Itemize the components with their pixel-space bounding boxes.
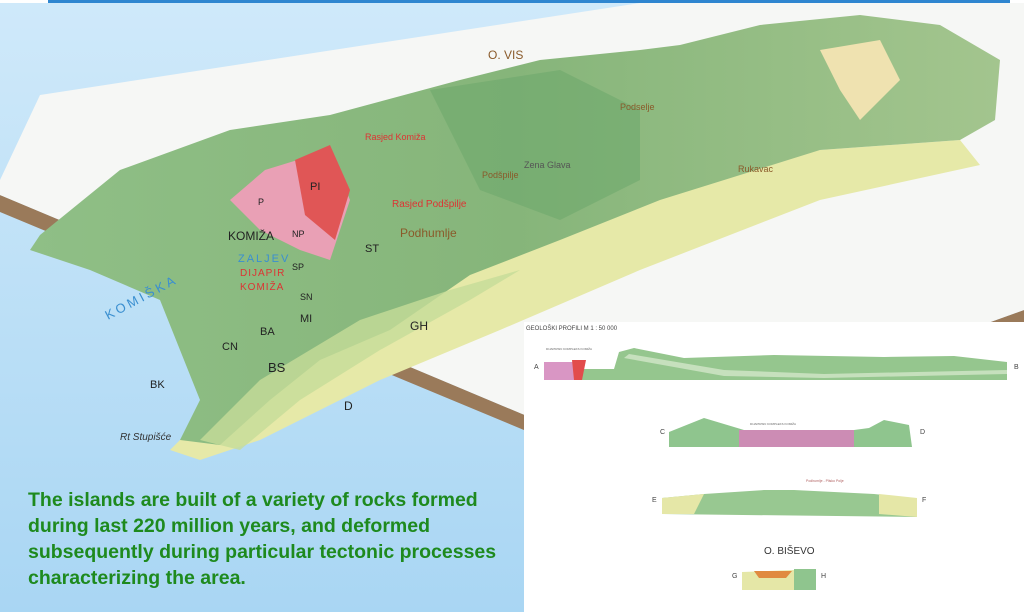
unit-code: ST xyxy=(365,243,379,255)
unit-code: SP xyxy=(292,262,304,272)
map-label: KOMIŽA xyxy=(240,280,284,293)
profile-note: Podhumlje - Plisko Polje xyxy=(806,479,844,483)
profile-end-label: B xyxy=(1014,364,1019,371)
unit-code: GH xyxy=(410,319,428,333)
profile-start-label: E xyxy=(652,497,657,504)
bisevo-title: O. BIŠEVO xyxy=(764,546,815,557)
profile-c-d: C D DIJAPIRSKI KOMPLEKS KOMIŽA xyxy=(660,418,925,447)
profile-end-label: D xyxy=(920,429,925,436)
island-land xyxy=(30,15,1000,445)
map-label: DIJAPIR xyxy=(240,268,285,279)
profile-note: DIJAPIRSKI KOMPLEKS KOMIŽA xyxy=(750,421,796,426)
map-label: Rasjed Komiža xyxy=(365,132,426,142)
unit-code: SN xyxy=(300,292,313,302)
board-edge xyxy=(0,195,1024,470)
map-label: Zena Glava xyxy=(524,160,571,170)
unit-code: CN xyxy=(222,341,238,353)
profile-e-f: E F Podhumlje - Plisko Polje xyxy=(652,479,926,517)
map-label-island: O. VIS xyxy=(488,48,523,62)
map-label: Rukavac xyxy=(738,164,774,174)
unit-code: MI xyxy=(300,313,312,325)
map-label: Podhumlje xyxy=(400,226,457,240)
unit-code: BK xyxy=(150,379,165,391)
unit-code: PI xyxy=(310,181,320,193)
profile-start-label: C xyxy=(660,429,665,436)
profile-a-b: A B DIJAPIRSKI KOMPLEKS KOMIŽA xyxy=(534,346,1019,380)
profile-start-label: A xyxy=(534,364,539,371)
diapir-red-zone xyxy=(295,145,350,240)
geological-cross-sections: GEOLOŠKI PROFILI M 1 : 50 000 A B DIJAPI… xyxy=(524,322,1024,612)
profile-end-label: H xyxy=(821,573,826,580)
profile-end-label: F xyxy=(922,497,926,504)
south-slope xyxy=(200,270,520,450)
unit-code: BS xyxy=(268,360,286,375)
profile-note: DIJAPIRSKI KOMPLEKS KOMIŽA xyxy=(546,346,592,351)
profile-g-h: G H xyxy=(732,569,826,590)
unit-code: BA xyxy=(260,326,275,338)
profiles-drawing: A B DIJAPIRSKI KOMPLEKS KOMIŽA C D DIJAP… xyxy=(534,346,1019,590)
dark-green-zone xyxy=(430,70,640,220)
unit-code: P xyxy=(258,197,264,207)
profile-start-label: G xyxy=(732,573,737,580)
map-label: KOMIŽA xyxy=(228,228,274,243)
caption-text: The islands are built of a variety of ro… xyxy=(28,489,497,589)
unit-code: D xyxy=(344,399,353,413)
beige-zone xyxy=(820,40,900,120)
unit-code: NP xyxy=(292,229,305,239)
map-label: Rt Stupišće xyxy=(120,432,172,443)
map-label: Podselje xyxy=(620,102,655,112)
coast-yellow xyxy=(170,140,980,460)
map-label: ZALJEV xyxy=(238,253,290,265)
map-label: Rasjed Podšpilje xyxy=(392,199,467,210)
map-label: Podšpilje xyxy=(482,170,519,180)
top-accent-bar xyxy=(48,0,1010,3)
sections-title: GEOLOŠKI PROFILI M 1 : 50 000 xyxy=(526,326,618,332)
